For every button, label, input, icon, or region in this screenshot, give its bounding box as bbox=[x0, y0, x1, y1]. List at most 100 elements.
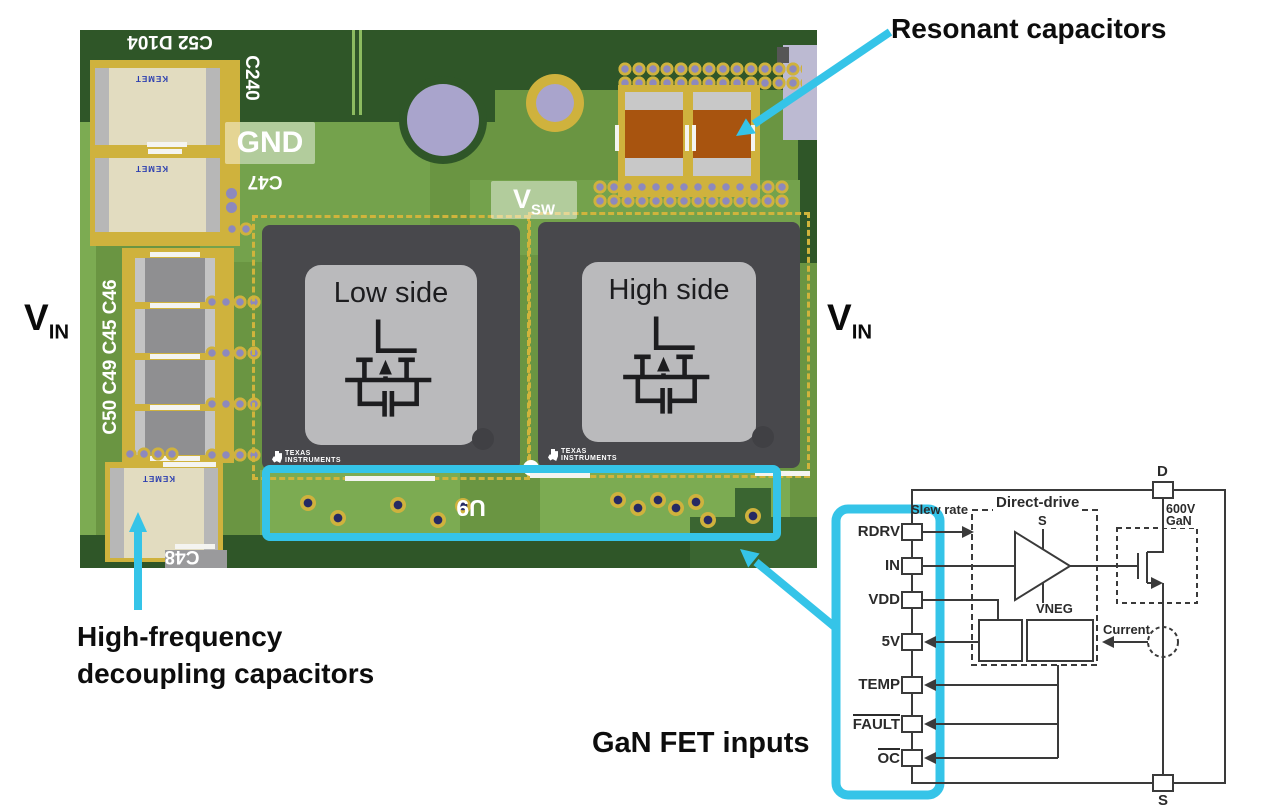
driver-amp-triangle bbox=[1014, 530, 1072, 602]
current-arrowhead bbox=[1102, 636, 1114, 648]
solder-bar bbox=[150, 405, 200, 410]
gan-600v-label: 600V GaN bbox=[1164, 502, 1198, 528]
supply-block-2 bbox=[1026, 619, 1094, 662]
solder-bar bbox=[345, 476, 435, 481]
via-cluster bbox=[225, 222, 253, 236]
ceramic-capacitor bbox=[135, 309, 215, 353]
silkscreen-u9: U9 bbox=[456, 495, 486, 521]
via bbox=[745, 508, 761, 524]
pin-oc bbox=[901, 749, 923, 767]
schematic-lines bbox=[911, 489, 1226, 784]
pin-text: VDD bbox=[868, 591, 900, 608]
via-cluster bbox=[205, 448, 261, 462]
via-cluster bbox=[205, 346, 261, 360]
solder-bar bbox=[163, 462, 216, 467]
oc-arrowhead bbox=[924, 752, 936, 764]
slew-rate-label: Slew rate bbox=[911, 502, 969, 517]
ceramic-capacitor bbox=[135, 258, 215, 302]
via bbox=[688, 494, 704, 510]
gan-fet-symbol bbox=[345, 319, 432, 417]
vsw-text: V bbox=[513, 184, 532, 214]
vsw-label: VSW bbox=[491, 181, 577, 219]
annotation-high-frequency-decoupling: High-frequency decoupling capacitors bbox=[77, 618, 374, 692]
via-cluster bbox=[205, 295, 261, 309]
pin-rdrv bbox=[901, 523, 923, 541]
via bbox=[700, 512, 716, 528]
solder-bar bbox=[615, 125, 619, 151]
via-cluster bbox=[123, 447, 179, 461]
ti-brand-line1: TEXAS bbox=[561, 448, 587, 455]
silkscreen-c47: C47 bbox=[247, 171, 283, 192]
ti-brand-line2: INSTRUMENTS bbox=[285, 457, 342, 464]
gan-600v-line1: 600V bbox=[1166, 502, 1196, 516]
silkscreen-left-caps: C50 C49 C45 C46 bbox=[100, 279, 121, 435]
pin-text: RDRV bbox=[857, 523, 900, 540]
vin-label-right: VIN bbox=[827, 297, 872, 344]
vin-sub: IN bbox=[48, 321, 70, 344]
gan-fet-box bbox=[1116, 527, 1198, 604]
chip-high-side: High side bbox=[538, 222, 800, 468]
pin-text: IN bbox=[885, 557, 900, 574]
vneg-label: VNEG bbox=[1036, 601, 1073, 616]
via bbox=[300, 495, 316, 511]
solder-bar bbox=[530, 473, 590, 478]
direct-drive-label: Direct-drive bbox=[993, 494, 1083, 511]
drain-wire bbox=[1147, 498, 1164, 553]
chip-label: Low side bbox=[333, 277, 449, 309]
silkscreen-c48: C48 bbox=[164, 546, 200, 567]
via bbox=[390, 497, 406, 513]
pin-source bbox=[1152, 774, 1174, 792]
mounting-hole bbox=[407, 84, 479, 156]
ti-logo-icon bbox=[548, 449, 558, 461]
pin-fault bbox=[901, 715, 923, 733]
source-terminal-label: S bbox=[1158, 792, 1169, 809]
pin1-dot bbox=[752, 426, 774, 448]
pin-label-rdrv: RDRV bbox=[858, 523, 900, 540]
solder-bar bbox=[148, 149, 182, 154]
silkscreen-c240: C240 bbox=[241, 55, 262, 101]
gan-fet-symbol bbox=[623, 316, 710, 414]
current-sense-circle bbox=[1147, 626, 1179, 658]
ceramic-capacitor bbox=[135, 360, 215, 404]
pin-text-overline: OC bbox=[877, 748, 900, 767]
solder-bar bbox=[751, 125, 755, 151]
bulk-capacitor bbox=[95, 68, 220, 145]
pin-in bbox=[901, 557, 923, 575]
chip-high-side-marking: High side bbox=[582, 262, 756, 442]
annotation-hf-line2: decoupling capacitors bbox=[77, 658, 375, 689]
solder-bar bbox=[150, 303, 200, 308]
solder-bar bbox=[150, 252, 200, 257]
pin-text: TEMP bbox=[858, 676, 900, 693]
plated-hole bbox=[536, 84, 574, 122]
kemet-marking: KEMET bbox=[142, 474, 175, 483]
vin-v: V bbox=[827, 297, 852, 338]
via bbox=[226, 202, 237, 213]
bulk-capacitor bbox=[95, 158, 220, 232]
solder-bar bbox=[692, 125, 696, 151]
slew-arrowhead bbox=[962, 526, 974, 538]
gan-inputs-arrow-line bbox=[753, 558, 839, 632]
ti-brand-line1: TEXAS bbox=[285, 450, 311, 457]
pin-label-in: IN bbox=[885, 557, 900, 574]
schematic-arrowheads bbox=[924, 526, 1163, 764]
via bbox=[610, 492, 626, 508]
gnd-text: GND bbox=[236, 126, 304, 159]
solder-bar bbox=[175, 544, 215, 549]
source-arrowhead bbox=[1151, 577, 1163, 589]
direct-drive-box bbox=[971, 509, 1098, 666]
pin-5v bbox=[901, 633, 923, 651]
annotation-resonant-capacitors: Resonant capacitors bbox=[891, 13, 1167, 44]
pin1-dot bbox=[472, 428, 494, 450]
solder-bar bbox=[150, 354, 200, 359]
vin-sub: IN bbox=[851, 321, 873, 344]
vin-label-left: VIN bbox=[24, 297, 69, 344]
annotation-hf-line1: High-frequency bbox=[77, 621, 283, 652]
pin-vdd bbox=[901, 591, 923, 609]
pcb-trace bbox=[352, 30, 355, 115]
via bbox=[630, 500, 646, 516]
vsw-sub: SW bbox=[531, 202, 555, 219]
small-capacitor bbox=[165, 550, 227, 568]
temp-arrowhead bbox=[924, 679, 936, 691]
chip-low-side-marking: Low side bbox=[305, 265, 477, 445]
solder-bar bbox=[755, 471, 810, 476]
